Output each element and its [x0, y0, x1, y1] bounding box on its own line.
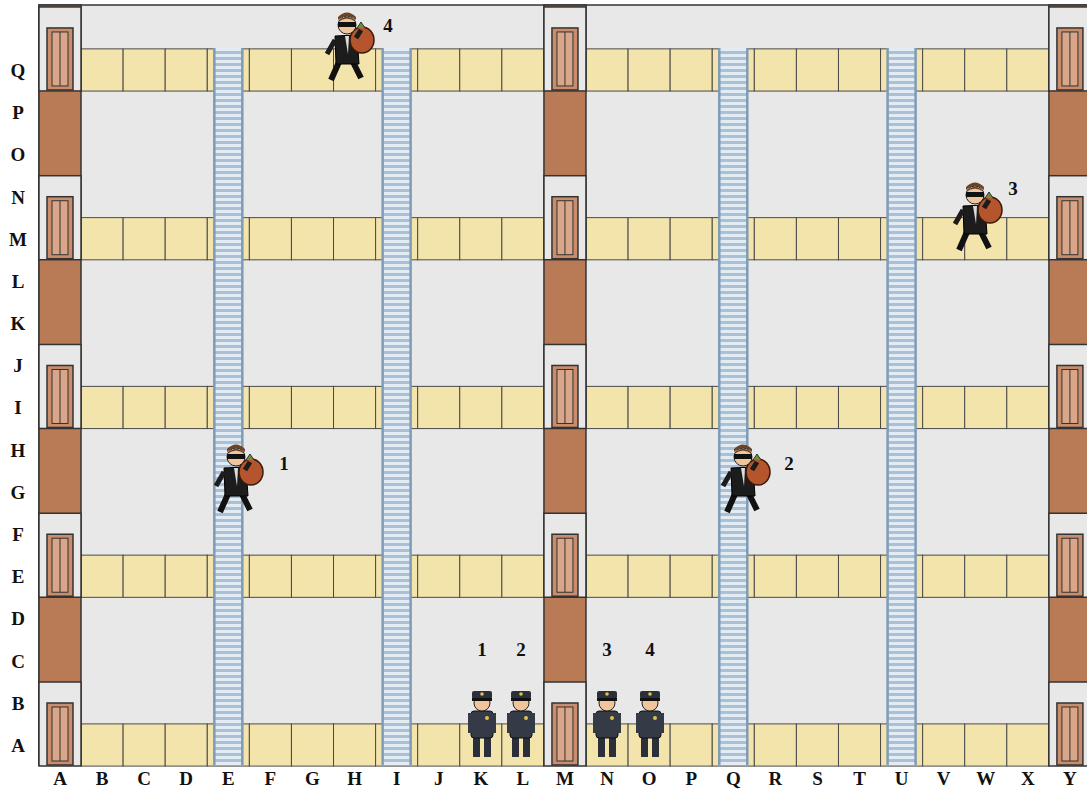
column-label: H — [347, 769, 362, 788]
row-label: B — [12, 693, 25, 712]
column-label: S — [812, 769, 823, 788]
column-label: F — [265, 769, 277, 788]
police-figure — [468, 691, 496, 757]
column-label: Y — [1063, 769, 1077, 788]
row-label: A — [11, 736, 25, 755]
row-label: J — [13, 356, 23, 375]
column-label: Q — [726, 769, 741, 788]
row-label: M — [9, 229, 27, 248]
row-label: O — [11, 145, 26, 164]
robber-number: 2 — [784, 454, 794, 473]
column-label: I — [393, 769, 400, 788]
police-figure — [636, 691, 664, 757]
row-label: D — [11, 609, 25, 628]
robber-figure — [723, 445, 770, 513]
column-label: N — [600, 769, 614, 788]
row-label: H — [11, 440, 26, 459]
column-label: L — [517, 769, 530, 788]
column-label: W — [976, 769, 995, 788]
row-label: P — [12, 103, 24, 122]
robber-number: 4 — [383, 16, 393, 35]
column-label: U — [895, 769, 909, 788]
robber-figure — [327, 13, 374, 81]
police-number: 2 — [516, 640, 526, 659]
column-label: C — [137, 769, 151, 788]
column-label: B — [96, 769, 109, 788]
row-label: L — [12, 271, 25, 290]
row-label: Q — [11, 60, 26, 79]
robber-figure — [955, 183, 1002, 251]
row-label: C — [11, 651, 25, 670]
column-label: T — [853, 769, 866, 788]
row-label: N — [11, 187, 25, 206]
column-label: X — [1021, 769, 1035, 788]
police-number: 1 — [477, 640, 487, 659]
robber-figure — [216, 445, 263, 513]
column-label: E — [222, 769, 235, 788]
robber-number: 1 — [279, 454, 289, 473]
police-number: 3 — [602, 640, 612, 659]
row-label: F — [12, 525, 24, 544]
police-figure — [507, 691, 535, 757]
column-label: A — [53, 769, 67, 788]
column-label: M — [556, 769, 574, 788]
row-label: K — [11, 314, 26, 333]
column-label: J — [434, 769, 444, 788]
column-label: O — [642, 769, 657, 788]
board-ground — [39, 5, 1086, 765]
police-figure — [593, 691, 621, 757]
column-label: P — [685, 769, 697, 788]
row-label: G — [11, 482, 26, 501]
row-label: I — [14, 398, 21, 417]
row-label: E — [12, 567, 25, 586]
column-label: R — [768, 769, 782, 788]
robber-number: 3 — [1008, 179, 1018, 198]
column-label: D — [179, 769, 193, 788]
column-label: K — [473, 769, 488, 788]
column-label: V — [937, 769, 951, 788]
police-number: 4 — [645, 640, 655, 659]
column-label: G — [305, 769, 320, 788]
elevator-shafts — [39, 5, 1087, 766]
